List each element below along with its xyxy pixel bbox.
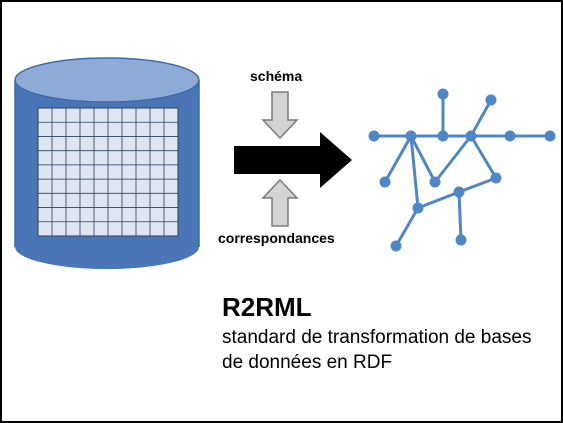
graph-edge (469, 135, 498, 179)
graph-node (504, 130, 516, 142)
graph-edge (394, 207, 420, 247)
graph-node (379, 176, 391, 188)
graph-node (485, 94, 497, 106)
schema-input-arrow (261, 91, 299, 140)
graph-edge (458, 176, 497, 194)
description: standard de transformation de bases de d… (222, 327, 532, 373)
rdf-graph-icon (368, 88, 556, 252)
graph-edge (409, 135, 437, 183)
mappings-label: correspondances (218, 230, 335, 246)
graph-node (405, 130, 417, 142)
graph-node (437, 88, 449, 100)
transform-arrow-icon (234, 132, 352, 188)
graph-node (490, 172, 502, 184)
graph-edge (457, 191, 463, 241)
graph-edge (409, 135, 420, 209)
graph-edge (469, 99, 493, 137)
graph-edge (433, 135, 473, 183)
graph-node (437, 130, 449, 142)
graph-node (368, 130, 380, 142)
graph-edge (383, 135, 413, 183)
graph-edge (417, 190, 460, 210)
mappings-input-arrow (261, 178, 299, 227)
graph-node (465, 130, 477, 142)
graph-node (455, 234, 467, 246)
graph-node (390, 240, 402, 252)
database-icon (14, 57, 200, 269)
table-grid-icon (37, 107, 179, 237)
graph-node (429, 176, 441, 188)
schema-label: schéma (250, 68, 303, 84)
graph-node (412, 202, 424, 214)
page-title: R2RML (222, 292, 312, 322)
graph-node (544, 130, 556, 142)
graph-node (453, 186, 465, 198)
